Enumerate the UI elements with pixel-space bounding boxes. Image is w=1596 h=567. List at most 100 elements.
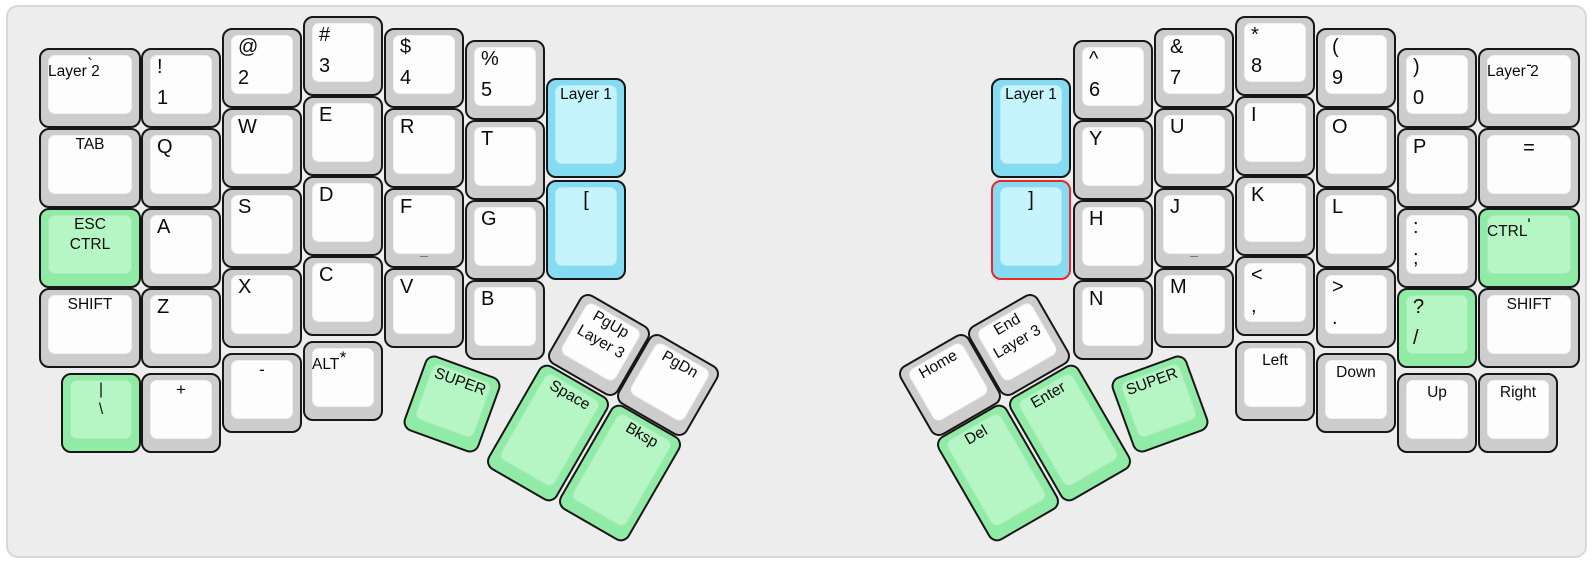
key-legend: L: [1332, 196, 1344, 218]
key-x[interactable]: X: [222, 268, 302, 348]
key-layer1-left[interactable]: Layer 1: [546, 78, 626, 178]
key-legend: ALT: [312, 356, 340, 373]
key-7[interactable]: &7: [1154, 28, 1234, 108]
keycap-face: !1: [150, 55, 212, 114]
key-super-left[interactable]: SUPER: [400, 352, 504, 456]
key-shift-legend: $: [400, 36, 412, 58]
key-legend: Right: [1499, 384, 1537, 401]
key-b[interactable]: B: [465, 280, 545, 360]
key-semicolon[interactable]: :;: [1397, 208, 1477, 288]
keycap-face: *ALT: [312, 348, 374, 407]
key-legend: O: [1332, 116, 1348, 138]
keycap-face: >.: [1325, 275, 1387, 334]
key-up[interactable]: Up: [1397, 373, 1477, 453]
key-legend: 8: [1251, 55, 1263, 77]
key-c[interactable]: C: [303, 256, 383, 336]
keycap-face: T: [474, 127, 536, 186]
key-shift-legend: !: [157, 56, 163, 78]
key-right[interactable]: Right: [1478, 373, 1558, 453]
key-l[interactable]: L: [1316, 188, 1396, 268]
key-6[interactable]: ^6: [1073, 40, 1153, 120]
key-5[interactable]: %5: [465, 40, 545, 120]
key-grave-layer2[interactable]: `Layer 2: [39, 48, 141, 128]
key-pipe-backslash[interactable]: | \: [61, 373, 141, 453]
key-i[interactable]: I: [1235, 96, 1315, 176]
key-4[interactable]: $4: [384, 28, 464, 108]
keycap-face: -Layer 2: [1487, 55, 1571, 114]
keycap-face: S: [231, 195, 293, 254]
key-9[interactable]: (9: [1316, 28, 1396, 108]
key-legend: A: [157, 216, 171, 238]
key-legend: 9: [1332, 67, 1344, 89]
key-1[interactable]: !1: [141, 48, 221, 128]
key-r[interactable]: R: [384, 108, 464, 188]
key-q[interactable]: Q: [141, 128, 221, 208]
key-comma[interactable]: <,: [1235, 256, 1315, 336]
key-legend: Layer 1: [1005, 86, 1057, 103]
keycap-face: *8: [1244, 23, 1306, 82]
key-tab[interactable]: TAB: [39, 128, 141, 208]
key-t[interactable]: T: [465, 120, 545, 200]
key-alt[interactable]: *ALT: [303, 341, 383, 421]
key-2[interactable]: @2: [222, 28, 302, 108]
key-equals[interactable]: =: [1478, 128, 1580, 208]
key-period[interactable]: >.: [1316, 268, 1396, 348]
key-3[interactable]: #3: [303, 16, 383, 96]
keycap-face: 'CTRL: [1487, 215, 1571, 274]
key-quote-ctrl[interactable]: 'CTRL: [1478, 208, 1580, 288]
key-slash[interactable]: ?/: [1397, 288, 1477, 368]
keycap-face: ^6: [1082, 47, 1144, 106]
key-v[interactable]: V: [384, 268, 464, 348]
key-k[interactable]: K: [1235, 176, 1315, 256]
key-esc-ctrl[interactable]: ESC CTRL: [39, 208, 141, 288]
key-legend: =: [1523, 137, 1535, 159]
key-rbracket[interactable]: ]: [991, 180, 1071, 280]
key-layer1-right[interactable]: Layer 1: [991, 78, 1071, 178]
key-shift-legend: *: [339, 348, 347, 367]
key-legend: SHIFT: [67, 296, 113, 313]
key-a[interactable]: A: [141, 208, 221, 288]
key-shift-right[interactable]: SHIFT: [1478, 288, 1580, 368]
key-y[interactable]: Y: [1073, 120, 1153, 200]
key-n[interactable]: N: [1073, 280, 1153, 360]
key-down[interactable]: Down: [1316, 353, 1396, 433]
key-legend: Up: [1427, 384, 1447, 401]
key-0[interactable]: )0: [1397, 48, 1477, 128]
key-e[interactable]: E: [303, 96, 383, 176]
key-lbracket[interactable]: [: [546, 180, 626, 280]
keycap-face: SUPER: [1119, 362, 1199, 440]
keycap-face: #3: [312, 23, 374, 82]
key-m[interactable]: M: [1154, 268, 1234, 348]
key-super-right[interactable]: SUPER: [1108, 352, 1212, 456]
key-minus-layer2[interactable]: -Layer 2: [1478, 48, 1580, 128]
key-legend: W: [238, 116, 257, 138]
key-d[interactable]: D: [303, 176, 383, 256]
key-g[interactable]: G: [465, 200, 545, 280]
key-legend: J: [1170, 196, 1180, 218]
key-legend: /: [1413, 327, 1419, 349]
key-legend: Layer 1: [560, 86, 612, 103]
key-s[interactable]: S: [222, 188, 302, 268]
key-u[interactable]: U: [1154, 108, 1234, 188]
keycap-face: N: [1082, 287, 1144, 346]
key-shift-legend: :: [1413, 216, 1419, 238]
keycap-face: ?/: [1406, 295, 1468, 354]
keycap-face: R: [393, 115, 455, 174]
homing-mark: _: [1190, 241, 1198, 257]
key-minus[interactable]: -: [222, 353, 302, 433]
key-j[interactable]: J_: [1154, 188, 1234, 268]
key-w[interactable]: W: [222, 108, 302, 188]
key-8[interactable]: *8: [1235, 16, 1315, 96]
key-plus[interactable]: +: [141, 373, 221, 453]
keycap-face: Y: [1082, 127, 1144, 186]
key-shift-left[interactable]: SHIFT: [39, 288, 141, 368]
key-legend: M: [1170, 276, 1187, 298]
keycap-face: SHIFT: [1487, 295, 1571, 354]
key-f[interactable]: F_: [384, 188, 464, 268]
key-o[interactable]: O: [1316, 108, 1396, 188]
key-z[interactable]: Z: [141, 288, 221, 368]
key-legend: X: [238, 276, 252, 298]
key-h[interactable]: H: [1073, 200, 1153, 280]
key-p[interactable]: P: [1397, 128, 1477, 208]
key-left[interactable]: Left: [1235, 341, 1315, 421]
